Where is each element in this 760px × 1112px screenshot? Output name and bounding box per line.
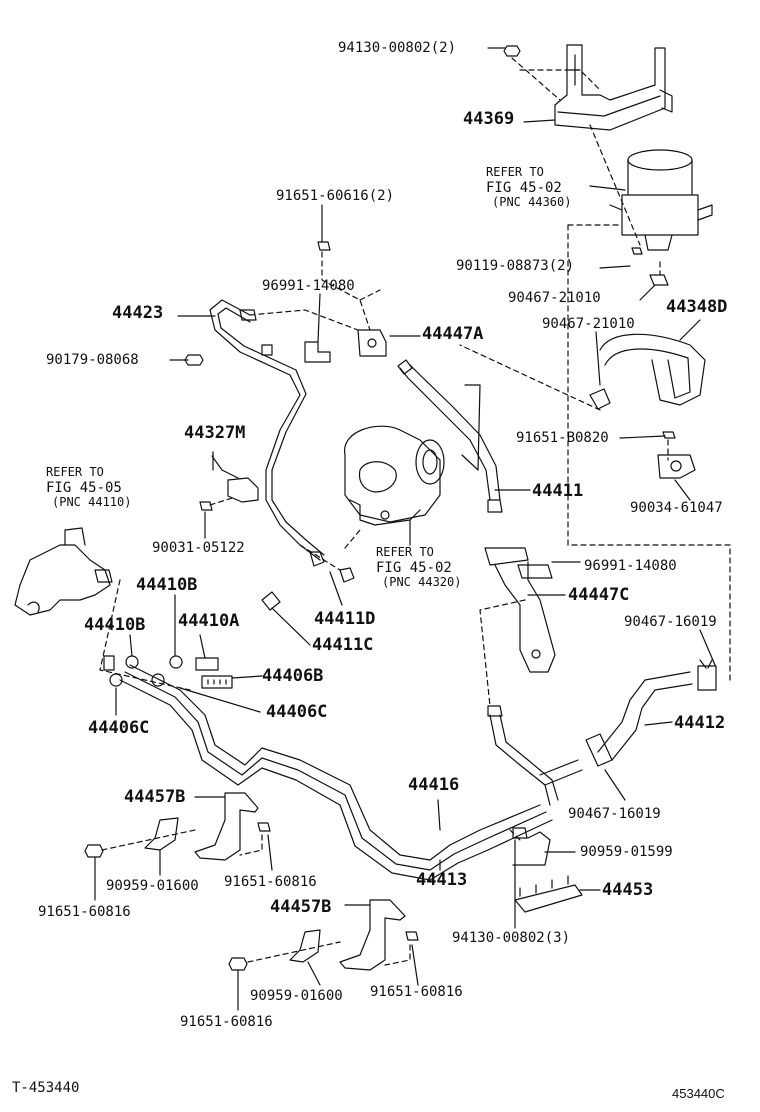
label-90031-05122: 90031-05122 (152, 540, 245, 556)
refer-gear-line1: REFER TO (376, 545, 434, 559)
label-96991-14080-a: 96991-14080 (262, 278, 355, 294)
label-44410a: 44410A (178, 611, 240, 631)
label-90959-01599: 90959-01599 (580, 844, 673, 860)
label-44410b-b: 44410B (84, 615, 146, 635)
dash-lines-lower (479, 599, 526, 841)
pressure-hose-44411-art (397, 359, 503, 513)
label-44410b-a: 44410B (136, 575, 198, 595)
label-90034-61047: 90034-61047 (630, 500, 723, 516)
leader-lines (94, 47, 716, 1011)
dash-lines-right (459, 224, 731, 681)
bracket-44453-art (512, 827, 583, 913)
return-line-44423-art (184, 299, 325, 567)
label-44327m: 44327M (184, 423, 246, 443)
label-91651-60816-c: 91651-60816 (370, 984, 463, 1000)
bracket-44457b-lower-art (228, 899, 419, 971)
label-44457b-b: 44457B (270, 897, 332, 917)
label-90959-01600-a: 90959-01600 (106, 878, 199, 894)
bracket-44447c-art (484, 547, 556, 673)
refer-reservoir-line2: FIG 45-02 (486, 180, 562, 196)
label-44413: 44413 (416, 870, 468, 890)
refer-pump-line2: FIG 45-05 (46, 480, 122, 496)
clamp-90034-art (657, 431, 696, 479)
diagram-id: 453440C (672, 1086, 725, 1101)
label-44457b-a: 44457B (124, 787, 186, 807)
dash-lines-bracket-upper (101, 829, 263, 856)
label-44411c: 44411C (312, 635, 374, 655)
label-90179-08068: 90179-08068 (46, 352, 139, 368)
dash-lines-mid (99, 251, 381, 691)
cooler-pipes-art (119, 664, 583, 881)
pump-art (344, 425, 445, 526)
label-91651-60616: 91651-60616(2) (276, 188, 395, 204)
label-96991-14080-b: 96991-14080 (584, 558, 677, 574)
label-44453: 44453 (602, 880, 654, 900)
dash-lines-top (511, 57, 641, 246)
label-90467-21010-a: 90467-21010 (508, 290, 601, 306)
label-90467-16019-b: 90467-16019 (568, 806, 661, 822)
label-44406c-b: 44406C (88, 718, 150, 738)
label-44412: 44412 (674, 713, 726, 733)
refer-pump-line3: (PNC 44110) (52, 495, 132, 509)
label-91651-60816-d: 91651-60816 (180, 1014, 273, 1030)
label-90467-16019-a: 90467-16019 (624, 614, 717, 630)
dash-lines-bracket-lower (247, 941, 411, 966)
label-90959-01600-b: 90959-01600 (250, 988, 343, 1004)
label-94130-00802-bottom: 94130-00802(3) (452, 930, 571, 946)
refer-pump-line1: REFER TO (46, 465, 104, 479)
label-44406c-a: 44406C (266, 702, 328, 722)
label-44411d: 44411D (314, 609, 376, 629)
label-44447a: 44447A (422, 324, 484, 344)
gear-pump-sketch (14, 527, 113, 616)
hose-44348d-art (589, 274, 706, 410)
label-91651-60816-b: 91651-60816 (38, 904, 131, 920)
label-44411: 44411 (532, 481, 584, 501)
diagram-code: T-453440 (12, 1080, 80, 1096)
label-44416: 44416 (408, 775, 460, 795)
bracket-44369-art (503, 44, 673, 131)
refer-reservoir-line1: REFER TO (486, 165, 544, 179)
label-91651-b0820: 91651-B0820 (516, 430, 609, 446)
refer-reservoir-line3: (PNC 44360) (492, 195, 572, 209)
label-44348d: 44348D (666, 297, 728, 317)
label-90119-08873: 90119-08873(2) (456, 258, 575, 274)
label-91651-60816-a: 91651-60816 (224, 874, 317, 890)
label-90467-21010-b: 90467-21010 (542, 316, 635, 332)
label-44447c: 44447C (568, 585, 630, 605)
reservoir-art (609, 149, 713, 255)
refer-gear-line2: FIG 45-02 (376, 560, 452, 576)
label-44406b: 44406B (262, 666, 324, 686)
label-94130-00802-top: 94130-00802(2) (338, 40, 457, 56)
refer-gear-line3: (PNC 44320) (382, 575, 462, 589)
label-44423: 44423 (112, 303, 164, 323)
label-44369: 44369 (463, 109, 515, 129)
fittings-art (103, 591, 281, 689)
hose-44412-art (585, 659, 717, 767)
